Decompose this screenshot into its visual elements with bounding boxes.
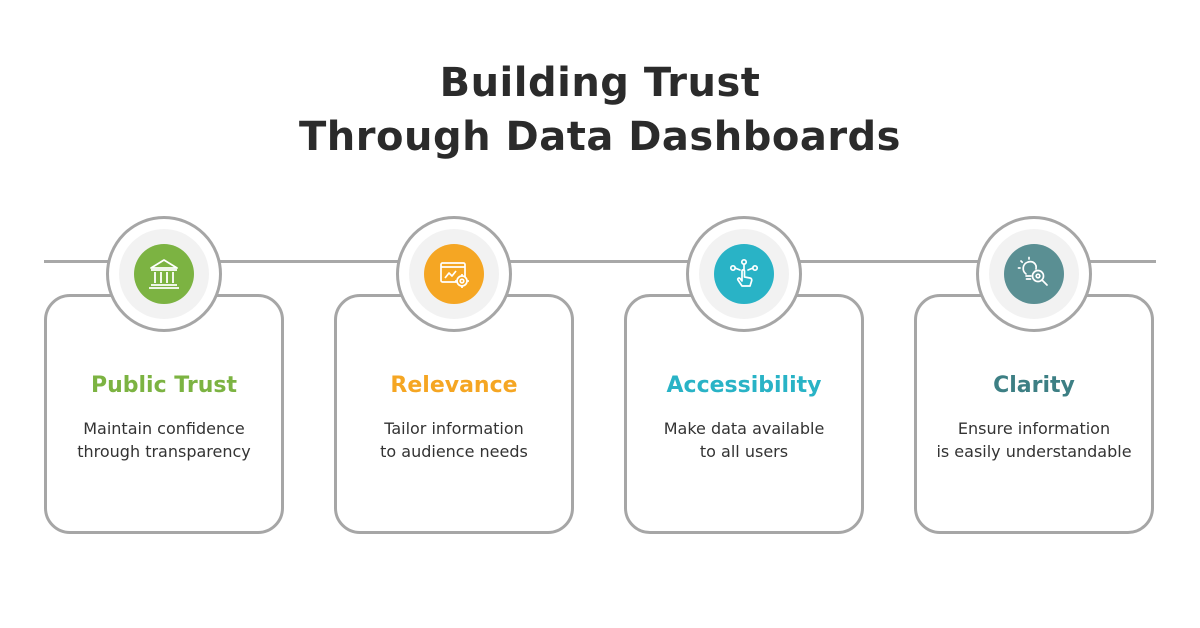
step-card-public-trust: Public Trust Maintain confidence through… [44,294,284,534]
lightbulb-magnifier-icon [1004,244,1064,304]
step-description: Maintain confidence through transparency [47,417,281,463]
step-card-clarity: Clarity Ensure information is easily und… [914,294,1154,534]
step-description: Tailor information to audience needs [337,417,571,463]
step-description-line: through transparency [77,442,251,461]
bank-building-icon [134,244,194,304]
step-description-line: is easily understandable [936,442,1132,461]
step-description-line: to all users [699,442,789,461]
touch-network-icon [714,244,774,304]
step-badge-clarity [976,216,1092,332]
step-description-line: Maintain confidence [83,419,245,438]
step-title: Accessibility [666,373,822,398]
step-description-line: Tailor information [384,419,524,438]
timeline-connector-line [44,260,1156,263]
step-card-accessibility: Accessibility Make data available to all… [624,294,864,534]
step-description-line: to audience needs [380,442,528,461]
page-title: Building Trust Through Data Dashboards [0,56,1200,164]
step-badge-relevance [396,216,512,332]
dashboard-settings-icon [424,244,484,304]
step-title: Public Trust [90,373,238,398]
title-line-1: Building Trust [439,60,761,106]
step-card-relevance: Relevance Tailor information to audience… [334,294,574,534]
step-badge-public-trust [106,216,222,332]
step-description-line: Make data available [663,419,825,438]
step-badge-accessibility [686,216,802,332]
step-description-line: Ensure information [957,419,1111,438]
step-description: Ensure information is easily understanda… [917,417,1151,463]
step-description: Make data available to all users [627,417,861,463]
step-title: Clarity [993,373,1075,398]
title-line-2: Through Data Dashboards [299,114,901,160]
step-title: Relevance [390,373,518,398]
